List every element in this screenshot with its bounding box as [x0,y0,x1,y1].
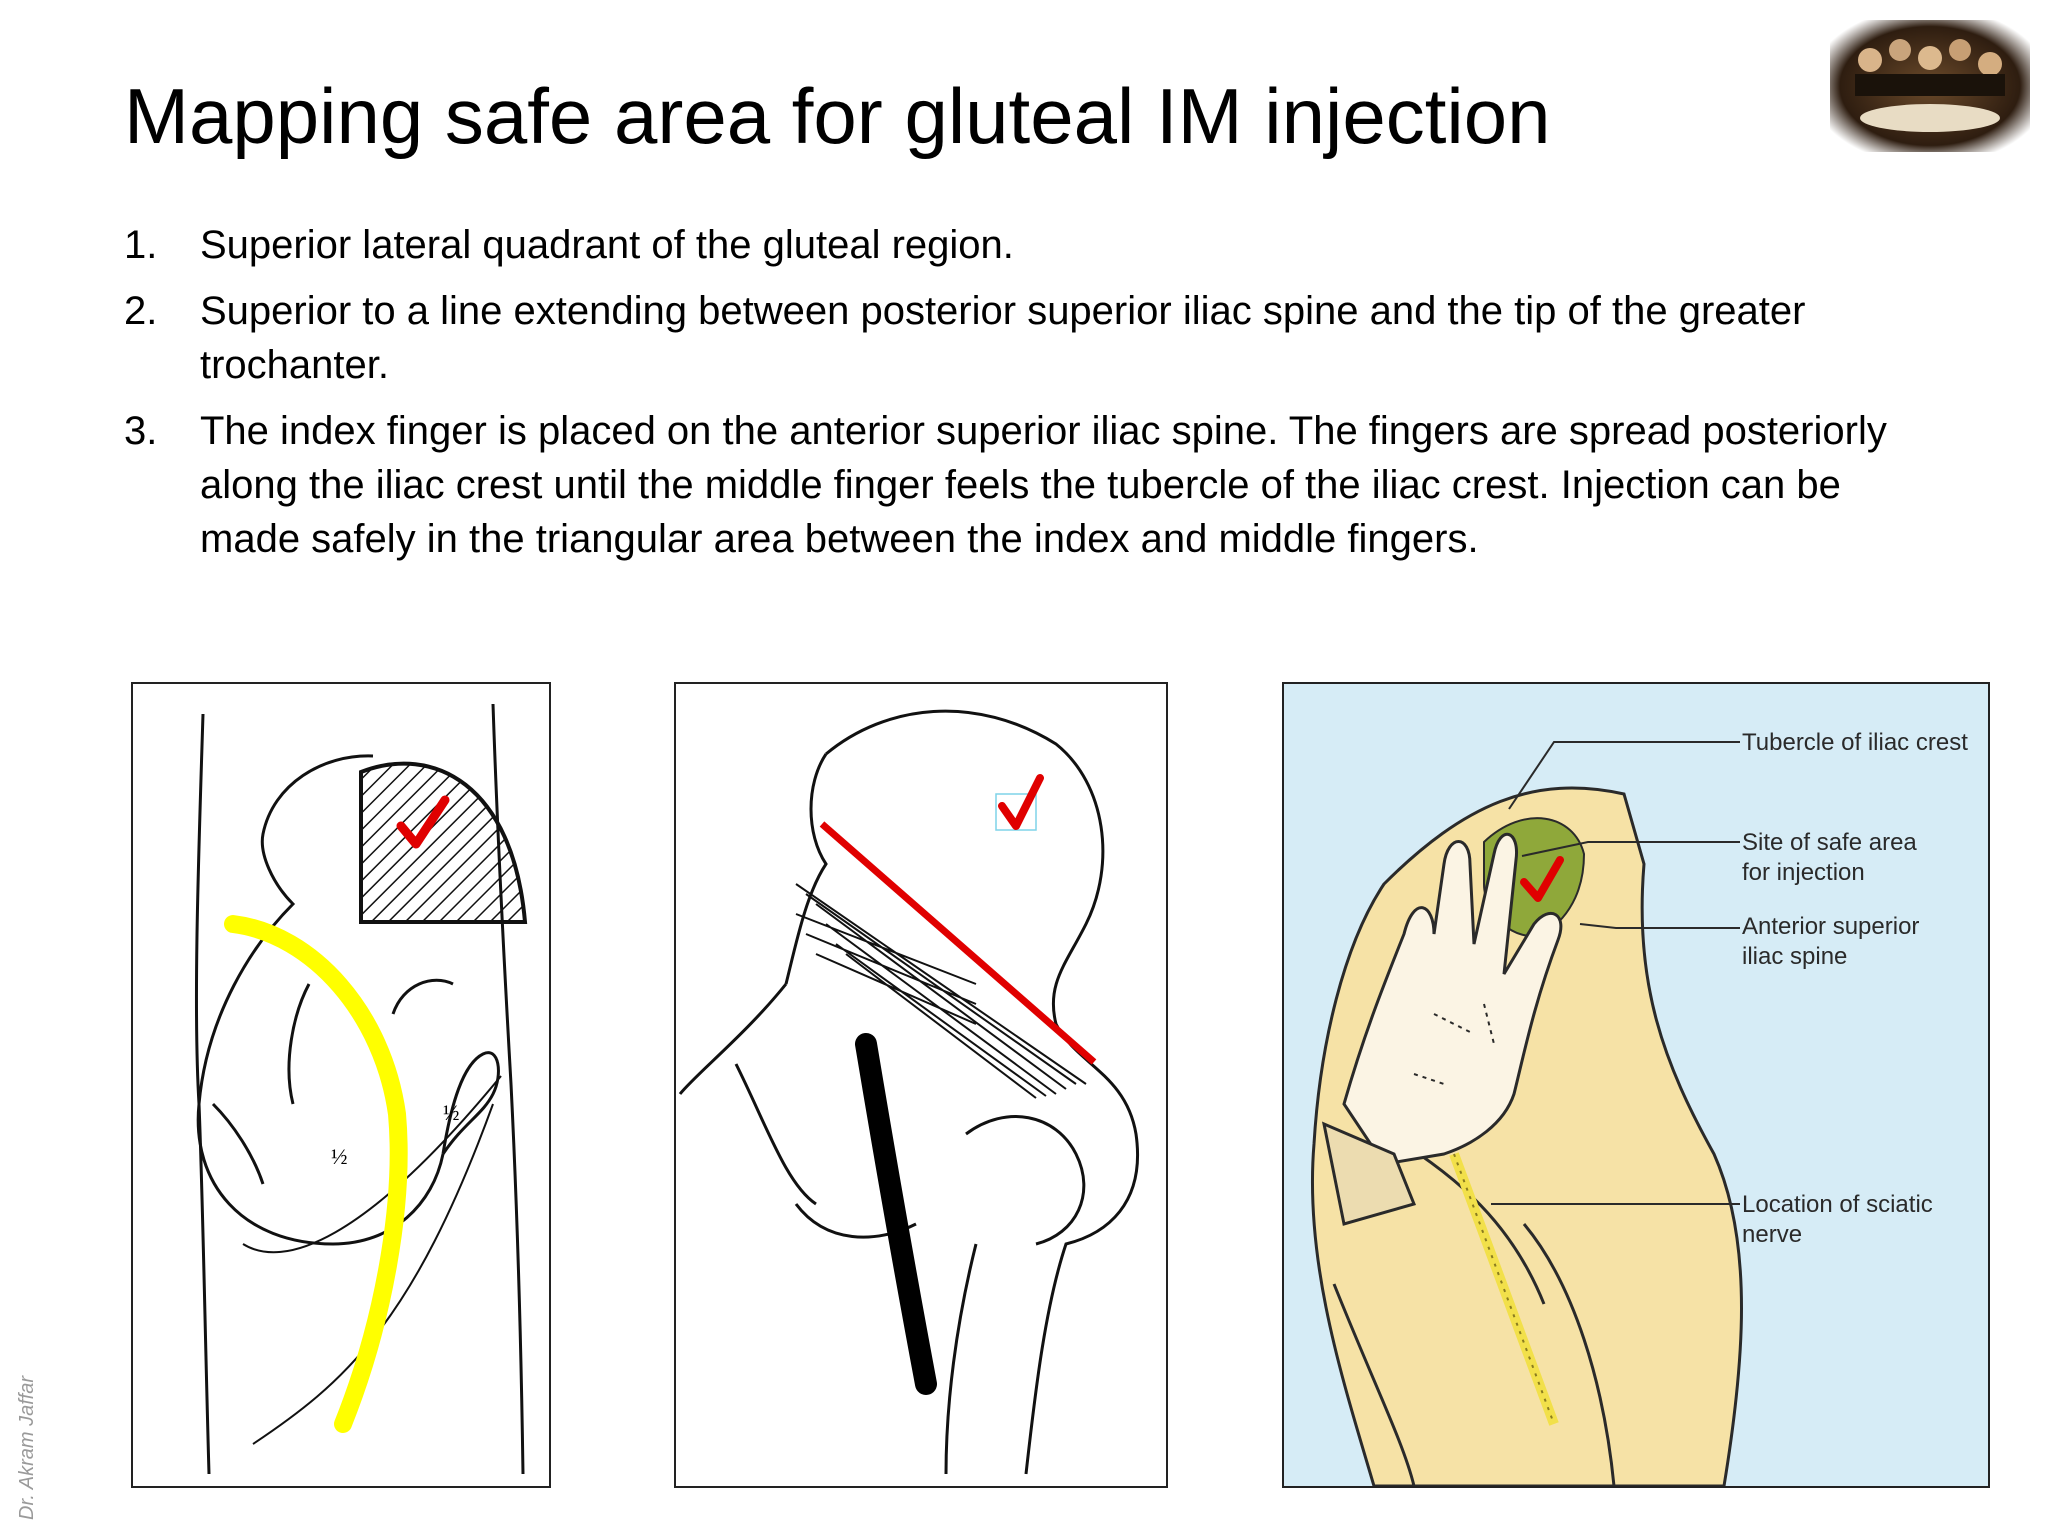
label-asis-line1: Anterior superior [1742,913,1919,940]
half-label-right: ½ [443,1100,460,1125]
item-number: 3. [124,409,158,453]
list-item: 3. The index finger is placed on the ante… [124,404,1924,566]
item-number: 2. [124,289,158,333]
label-asis-line2: iliac spine [1742,943,1847,970]
gluteal-quadrant-figure: ½ ½ [131,682,551,1488]
item-text: Superior lateral quadrant of the gluteal… [200,223,1014,267]
slide-title: Mapping safe area for gluteal IM injecti… [124,72,1551,160]
label-sciatic-line2: nerve [1742,1221,1802,1248]
list-item: 1. Superior lateral quadrant of the glute… [124,218,1924,272]
label-sciatic-line1: Location of sciatic [1742,1191,1933,1218]
rembrandt-thumbnail-image [1830,20,2030,152]
item-number: 1. [124,223,158,267]
hip-bone-figure [674,682,1168,1488]
item-text: Superior to a line extending between pos… [200,289,1806,387]
label-safe-site-line2: for injection [1742,859,1865,886]
hand-placement-figure: Tubercle of iliac crest Site of safe are… [1282,682,1990,1488]
half-label-left: ½ [331,1144,348,1169]
item-text: The index finger is placed on the anteri… [200,409,1887,561]
list-item: 2. Superior to a line extending between p… [124,284,1924,392]
author-credit: Dr. Akram Jaffar [16,1375,38,1520]
label-tubercle: Tubercle of iliac crest [1742,729,1968,756]
label-safe-site-line1: Site of safe area [1742,829,1917,856]
bullet-list: 1. Superior lateral quadrant of the glute… [124,218,1924,578]
